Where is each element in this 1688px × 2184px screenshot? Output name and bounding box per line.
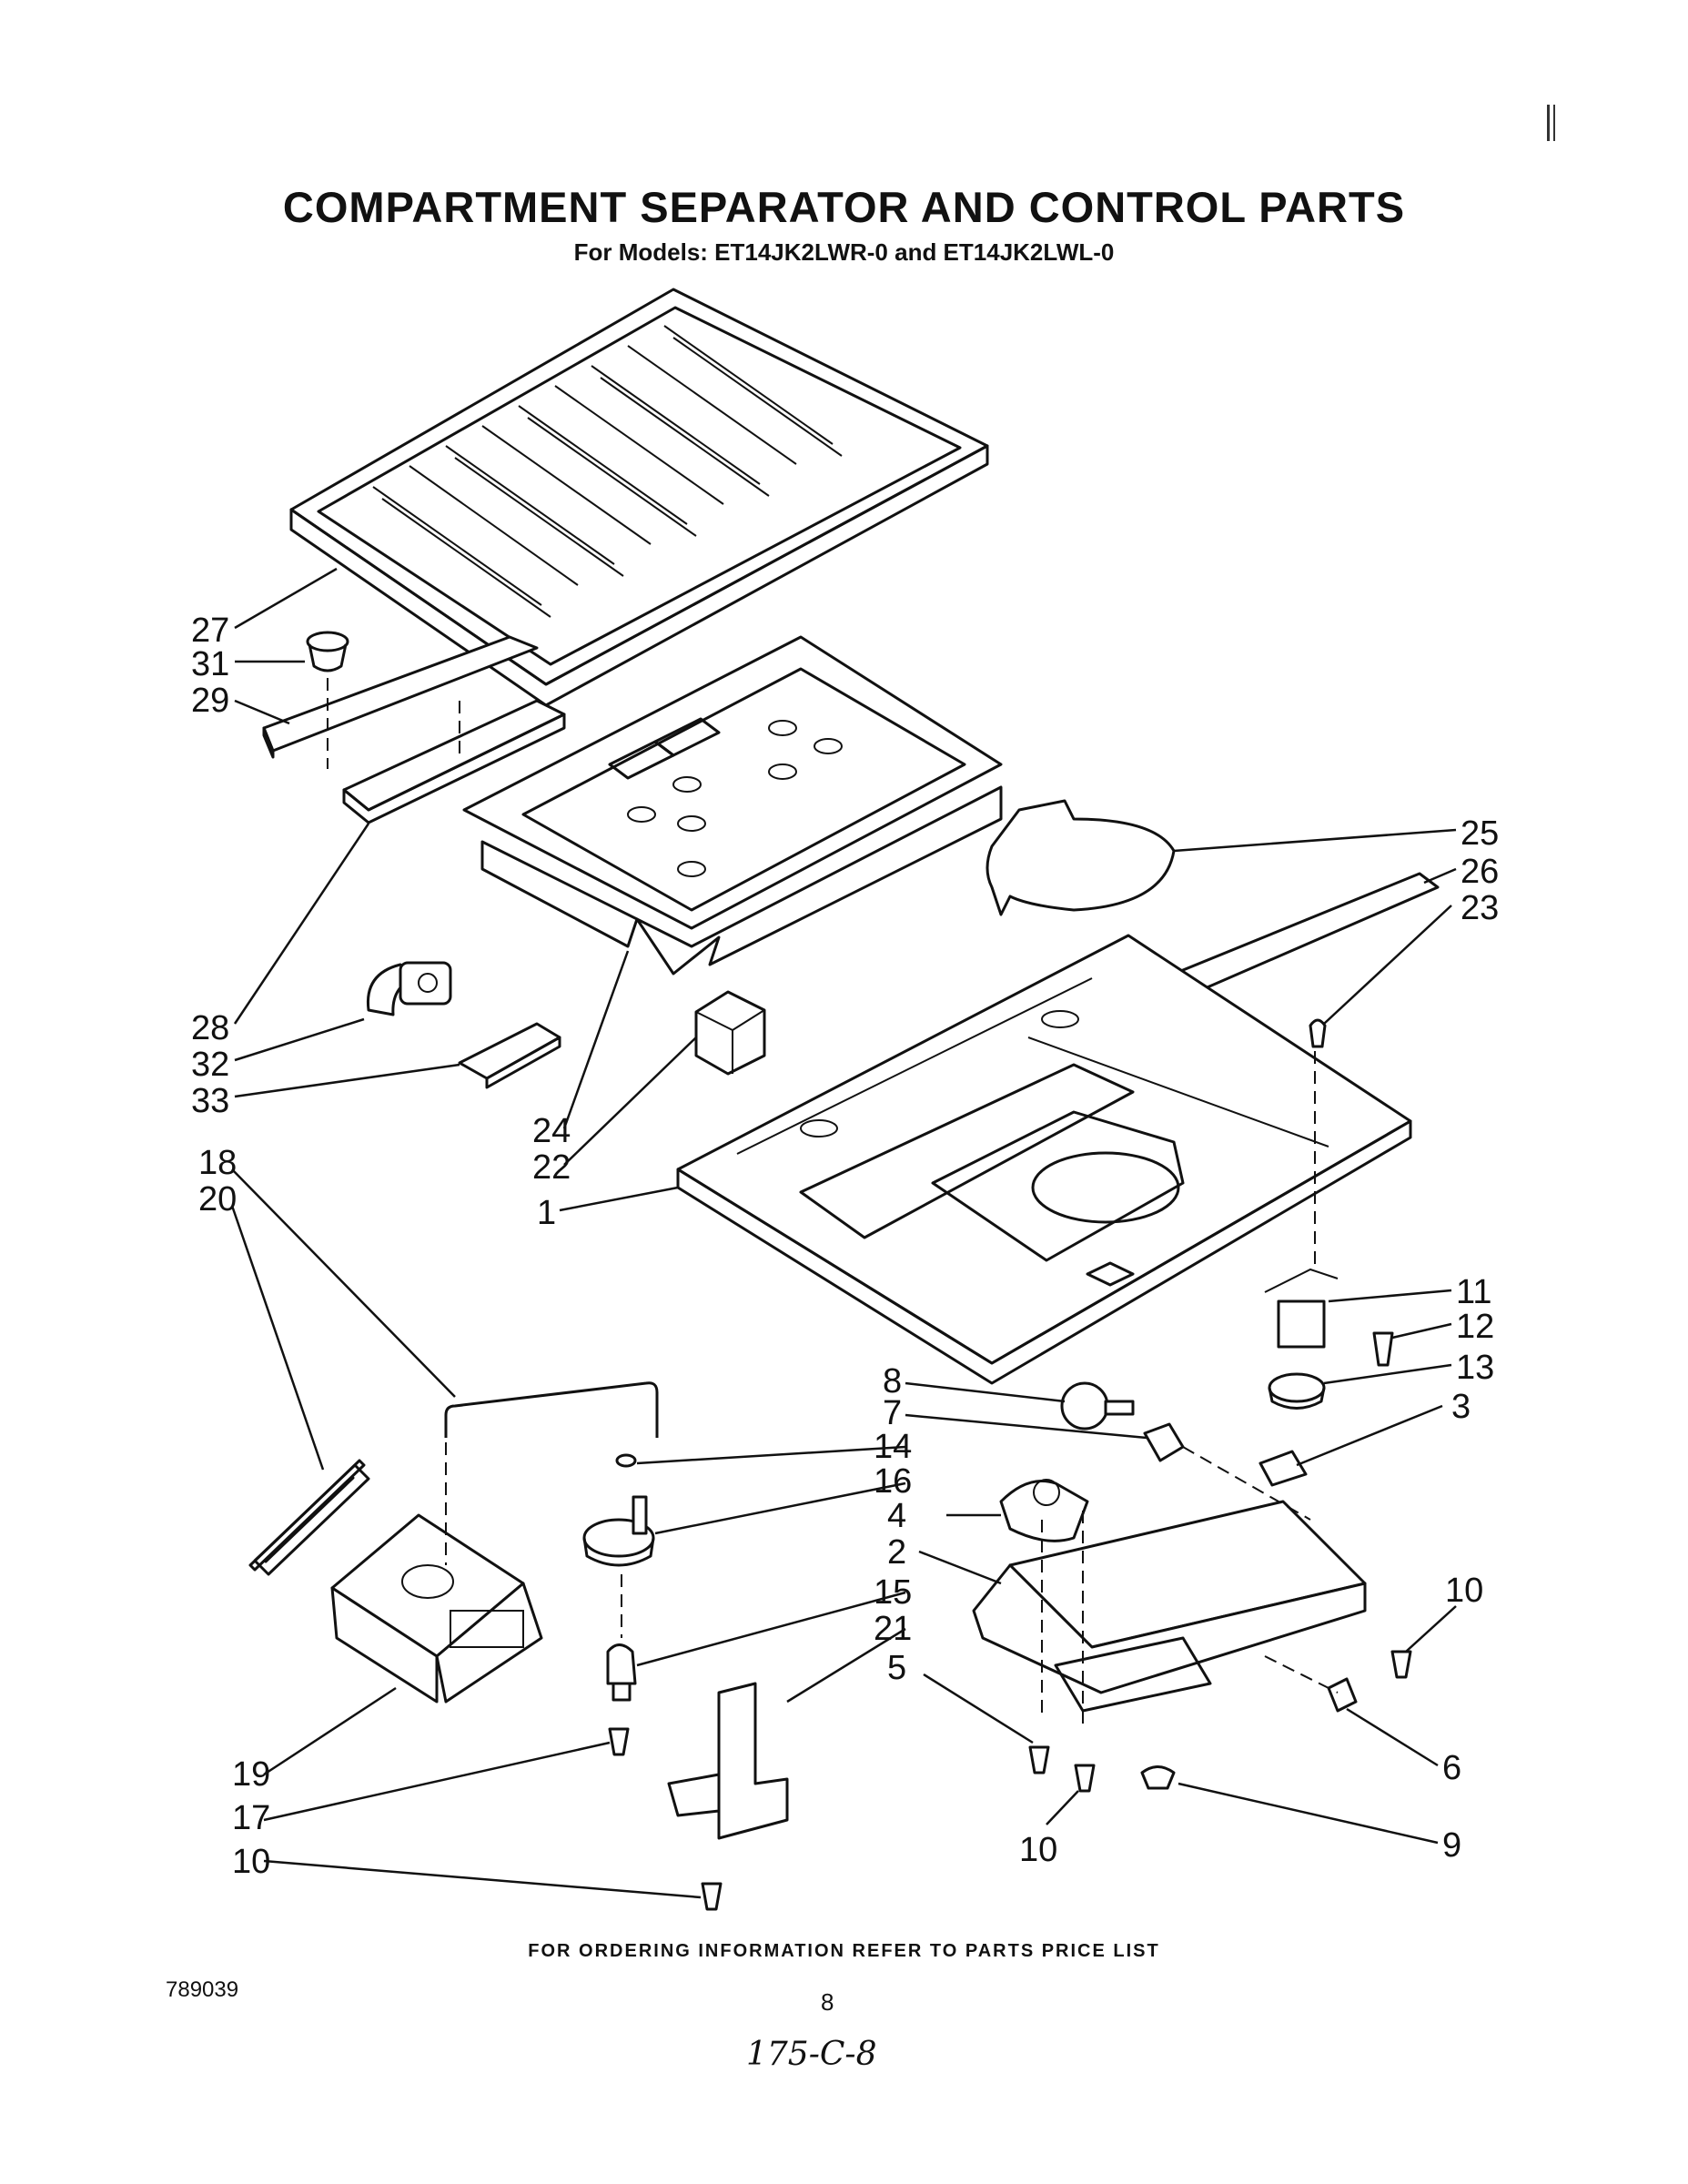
part-24-separator (462, 635, 1003, 976)
page-number: 8 (821, 1988, 834, 2016)
part-13-knob (1268, 1372, 1326, 1410)
part-7-socket (1143, 1422, 1185, 1462)
callout-2: 2 (887, 1533, 906, 1572)
part-2-housing (972, 1500, 1367, 1729)
part-6-switch (1327, 1677, 1358, 1713)
callout-22: 22 (532, 1148, 571, 1187)
part-29-strip (262, 635, 539, 759)
part-9-screw (1140, 1765, 1176, 1790)
part-33-clip (458, 1022, 561, 1089)
model-subtitle: For Models: ET14JK2LWR-0 and ET14JK2LWL-… (573, 238, 1115, 266)
corner-mark (1547, 105, 1555, 141)
part-5-screw (1028, 1745, 1050, 1774)
leader-lines (230, 567, 1457, 1899)
callout-12: 12 (1456, 1308, 1494, 1346)
callout-1: 1 (537, 1194, 556, 1232)
callout-4: 4 (887, 1497, 906, 1535)
part-8-bulb (1060, 1381, 1135, 1431)
part-12-screw (1372, 1331, 1394, 1367)
part-21-bracket (667, 1682, 789, 1840)
callout-21: 21 (874, 1610, 912, 1648)
callout-18: 18 (198, 1144, 237, 1182)
part-3-switch (1258, 1450, 1308, 1487)
ordering-note: FOR ORDERING INFORMATION REFER TO PARTS … (528, 1941, 1160, 1961)
guide-line-6 (1264, 1655, 1339, 1694)
callout-10-center: 10 (1019, 1831, 1057, 1869)
part-27-shelf (289, 288, 989, 707)
callout-15: 15 (874, 1573, 912, 1612)
callout-16: 16 (874, 1462, 912, 1501)
part-18-wire (444, 1381, 659, 1438)
part-14-clip (615, 1453, 637, 1468)
callout-27: 27 (191, 612, 229, 650)
guide-line-7-3 (1182, 1446, 1311, 1521)
callout-6: 6 (1442, 1749, 1461, 1787)
callout-7: 7 (883, 1394, 902, 1432)
part-17-screw (608, 1727, 630, 1756)
callout-29: 29 (191, 682, 229, 720)
part-10-screw-c (701, 1882, 723, 1911)
part-23-screw (1309, 1018, 1327, 1048)
callout-25: 25 (1461, 814, 1499, 853)
part-15-shaft (606, 1643, 637, 1702)
callout-28: 28 (191, 1009, 229, 1047)
callout-10-right: 10 (1445, 1572, 1483, 1610)
part-25-baffle (986, 799, 1176, 916)
callout-19: 19 (232, 1755, 270, 1794)
part-32-elbow (366, 961, 452, 1016)
part-10-screw-b (1390, 1650, 1412, 1679)
callout-14: 14 (874, 1428, 912, 1466)
callout-5: 5 (887, 1649, 906, 1687)
page-title: COMPARTMENT SEPARATOR AND CONTROL PARTS (282, 183, 1406, 231)
callout-26: 26 (1461, 853, 1499, 891)
callout-17: 17 (232, 1799, 270, 1837)
part-11-thermostat (1264, 1051, 1339, 1349)
callout-11: 11 (1456, 1273, 1491, 1311)
callout-9: 9 (1442, 1826, 1461, 1865)
callout-3: 3 (1451, 1388, 1471, 1426)
callout-32: 32 (191, 1046, 229, 1084)
callout-13: 13 (1456, 1349, 1494, 1387)
document-number: 789039 (166, 1977, 239, 2002)
callout-33: 33 (191, 1082, 229, 1120)
part-4-control (999, 1479, 1089, 1542)
callout-10-left: 10 (232, 1843, 270, 1881)
part-22-block (694, 990, 766, 1076)
callout-31: 31 (191, 645, 229, 683)
part-19-control-box (330, 1513, 543, 1704)
callout-24: 24 (532, 1112, 571, 1150)
part-10-screw-a (1074, 1764, 1096, 1793)
part-31-grommet (306, 631, 349, 672)
handwritten-note: 175-C-8 (746, 2036, 877, 2073)
part-16-knob (582, 1495, 655, 1567)
part-28-channel (342, 699, 566, 824)
callout-8: 8 (883, 1362, 902, 1400)
callout-23: 23 (1461, 889, 1499, 927)
callout-20: 20 (198, 1180, 237, 1218)
part-20-gasket (248, 1459, 370, 1576)
